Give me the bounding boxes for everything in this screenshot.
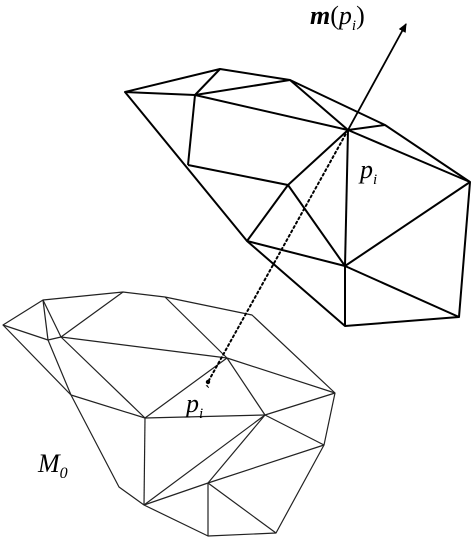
upper-mesh-edge	[344, 265, 460, 318]
lower-mesh-edge	[143, 482, 209, 506]
lower-mesh-edge	[207, 414, 266, 484]
normal-m-glyph: m	[310, 1, 330, 30]
lower-mesh-edge	[2, 324, 49, 341]
upper-mesh-edge	[246, 240, 346, 267]
base-mesh-label: M0	[37, 449, 68, 482]
upper-mesh-edge	[194, 68, 221, 96]
lower-mesh-edge	[42, 299, 62, 338]
upper-mesh-edge	[187, 164, 289, 186]
normal-vector-arrow	[347, 23, 407, 131]
upper-mesh-edge	[287, 184, 346, 267]
lower-point-label: pi`	[184, 382, 209, 422]
upper-mesh-edge	[347, 129, 471, 183]
lower-point-p: p	[184, 389, 199, 418]
lower-mesh-edge	[60, 291, 124, 338]
lower-mesh-edge	[144, 414, 266, 419]
lower-mesh-edge	[143, 414, 266, 506]
upper-mesh-edge	[344, 181, 471, 267]
normal-subscript: i	[352, 18, 356, 34]
upper-mesh-edge	[344, 129, 349, 267]
lower-point-prime-mark: `	[203, 382, 209, 402]
lower-mesh-edge	[164, 296, 228, 359]
projection-dotted-line	[207, 129, 349, 383]
upper-mesh-edge	[347, 124, 386, 131]
upper-mesh	[124, 68, 471, 327]
lower-mesh-edge	[207, 444, 325, 484]
upper-point-p: p	[358, 155, 373, 184]
normal-close-paren: )	[356, 1, 365, 30]
base-mesh-M: M	[37, 449, 61, 478]
lower-mesh-edge	[60, 336, 228, 359]
projected-point-marker	[205, 379, 211, 385]
upper-point-label: pi	[358, 155, 377, 188]
upper-mesh-edge	[246, 184, 289, 242]
upper-mesh-edge	[194, 79, 291, 96]
upper-point-subscript: i	[373, 172, 377, 188]
lower-mesh-edge	[226, 357, 336, 394]
lower-mesh-edge	[70, 394, 146, 419]
lower-mesh	[2, 291, 336, 537]
normal-p-glyph: p	[337, 1, 352, 30]
upper-mesh-edge	[287, 129, 349, 186]
lower-mesh-edge	[207, 482, 277, 534]
lower-mesh-edge	[60, 336, 146, 419]
lower-mesh-edge	[143, 417, 146, 506]
lower-mesh-edge	[264, 414, 325, 446]
normal-open-paren: (	[330, 1, 339, 30]
lower-point-subscript: i	[199, 406, 203, 422]
upper-mesh-edge	[187, 94, 196, 166]
upper-mesh-edge	[124, 91, 196, 96]
lower-mesh-boundary	[2, 291, 336, 537]
lower-mesh-edge	[264, 392, 336, 416]
lower-mesh-edge	[144, 357, 228, 419]
lower-mesh-edge	[47, 339, 72, 396]
upper-mesh-edge	[289, 79, 349, 131]
lower-mesh-edge	[226, 357, 266, 416]
upper-mesh-edge	[194, 94, 349, 131]
normal-vector-label: m(pi)	[310, 1, 365, 34]
base-mesh-subscript: 0	[60, 465, 68, 482]
lower-mesh-edge	[47, 336, 62, 341]
lower-mesh-edge	[42, 299, 49, 341]
